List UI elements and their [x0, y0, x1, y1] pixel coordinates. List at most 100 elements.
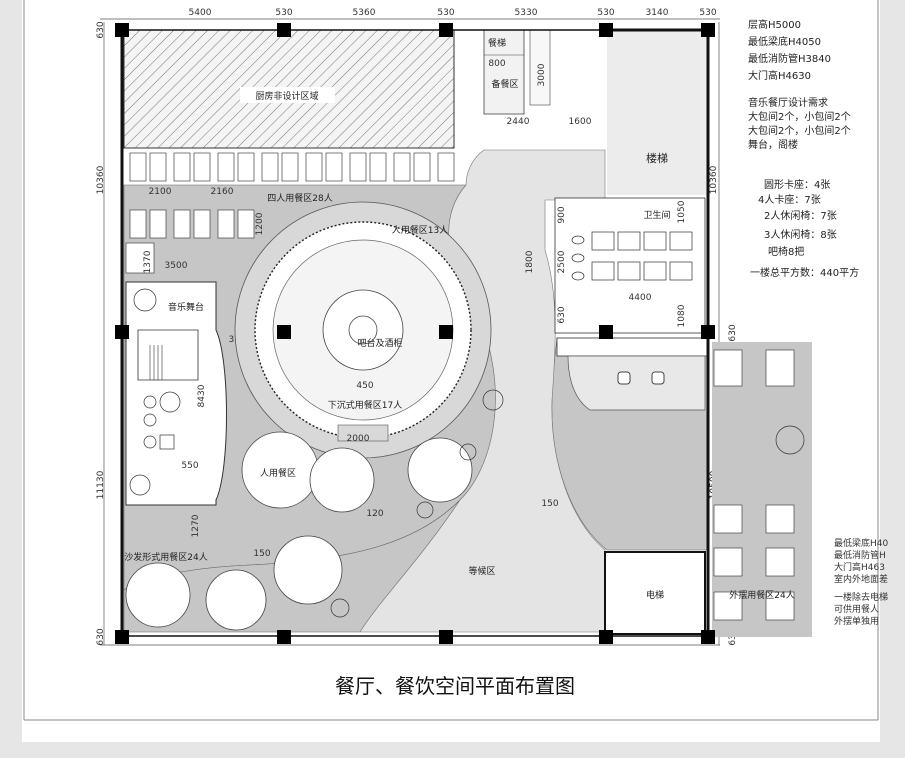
- svg-text:900: 900: [557, 206, 567, 223]
- dining4-label: 人用餐区: [260, 467, 296, 479]
- stairs-zone: 楼梯: [607, 30, 707, 195]
- svg-text:音乐餐厅设计需求: 音乐餐厅设计需求: [748, 96, 828, 109]
- waiting-label: 等候区: [468, 565, 495, 577]
- svg-text:一楼总平方数：440平方: 一楼总平方数：440平方: [750, 266, 859, 279]
- outdoor-label: 外摆用餐区24人: [729, 589, 794, 601]
- outdoor-floor: [712, 342, 812, 637]
- bar-counter: [556, 337, 708, 411]
- svg-text:800: 800: [488, 59, 505, 69]
- svg-text:舞台，阁楼: 舞台，阁楼: [748, 138, 798, 151]
- svg-text:11130: 11130: [96, 470, 106, 499]
- prep-label: 备餐区: [491, 78, 518, 90]
- svg-text:1200: 1200: [255, 212, 265, 235]
- svg-text:最低梁底H40: 最低梁底H40: [834, 537, 888, 549]
- plants: [129, 389, 805, 618]
- svg-text:1080: 1080: [677, 304, 687, 327]
- svg-text:1050: 1050: [677, 200, 687, 223]
- svg-text:最低梁底H4050: 最低梁底H4050: [748, 35, 821, 48]
- notes-lower-right: 最低梁底H40 最低消防管H 大门高H463 室内外地面差 一楼除去电梯 可供用…: [834, 537, 888, 627]
- dimensions-left: 630 10360 11130 630: [96, 21, 106, 645]
- booth-seats-middle: [129, 209, 255, 239]
- svg-text:大门高H4630: 大门高H4630: [748, 69, 811, 82]
- svg-text:吧椅8把: 吧椅8把: [768, 245, 804, 258]
- svg-text:层高H5000: 层高H5000: [748, 18, 801, 31]
- svg-text:2440: 2440: [507, 117, 530, 127]
- kitchen-zone: 厨房非设计区域: [123, 29, 455, 149]
- stairs-label: 楼梯: [646, 151, 668, 165]
- svg-text:150: 150: [253, 549, 270, 559]
- svg-text:150: 150: [541, 499, 558, 509]
- bar-label: 吧台及酒柜: [357, 337, 402, 349]
- svg-text:2500: 2500: [557, 250, 567, 273]
- svg-text:大门高H463: 大门高H463: [834, 561, 885, 573]
- svg-text:8430: 8430: [197, 384, 207, 407]
- svg-text:4人卡座：7张: 4人卡座：7张: [758, 193, 821, 206]
- dimensions-top: 5400 530 5360 530 5330 530 3140 530: [189, 8, 717, 18]
- prep-zone: 餐梯 800 备餐区 3000 2440 1600: [483, 29, 592, 127]
- svg-text:10360: 10360: [709, 165, 719, 194]
- svg-text:3500: 3500: [165, 261, 188, 271]
- svg-text:530: 530: [699, 8, 716, 18]
- svg-text:630: 630: [557, 306, 567, 323]
- svg-text:3140: 3140: [646, 8, 669, 18]
- svg-text:5330: 5330: [515, 8, 538, 18]
- svg-text:530: 530: [597, 8, 614, 18]
- svg-text:10360: 10360: [96, 165, 106, 194]
- svg-text:2000: 2000: [347, 434, 370, 444]
- stage-label: 音乐舞台: [168, 301, 204, 313]
- svg-text:一楼除去电梯: 一楼除去电梯: [834, 591, 888, 603]
- sunken-label: 下沉式用餐区17人: [328, 399, 402, 411]
- svg-text:530: 530: [437, 8, 454, 18]
- svg-text:5360: 5360: [353, 8, 376, 18]
- drawing-title: 餐厅、餐饮空间平面布置图: [335, 674, 575, 698]
- svg-text:630: 630: [728, 324, 738, 341]
- svg-text:5400: 5400: [189, 8, 212, 18]
- notes-top: 层高H5000 最低梁底H4050 最低消防管H3840 大门高H4630: [748, 18, 831, 82]
- piano-keys: [149, 345, 163, 380]
- svg-text:630: 630: [96, 628, 106, 645]
- svg-text:最低消防管H: 最低消防管H: [834, 549, 886, 561]
- svg-text:2100: 2100: [149, 187, 172, 197]
- svg-text:3人休闲椅：8张: 3人休闲椅：8张: [764, 228, 837, 241]
- central-corridor: [359, 149, 606, 633]
- elevator-label: 电梯: [646, 589, 664, 601]
- stair-small-label: 餐梯: [488, 37, 506, 49]
- columns: [115, 23, 715, 644]
- svg-text:室内外地面差: 室内外地面差: [834, 573, 888, 585]
- svg-text:大包间2个，小包间2个: 大包间2个，小包间2个: [748, 110, 851, 123]
- svg-text:530: 530: [275, 8, 292, 18]
- svg-text:3000: 3000: [537, 63, 547, 86]
- svg-text:可供用餐人: 可供用餐人: [834, 603, 879, 615]
- toilet-stalls: [591, 231, 693, 281]
- booth4-label: 四人用餐区28人: [267, 192, 332, 204]
- round-tables: [125, 431, 473, 631]
- requirements: 音乐餐厅设计需求 大包间2个，小包间2个 大包间2个，小包间2个 舞台，阁楼: [748, 96, 851, 151]
- svg-text:外摆单独用: 外摆单独用: [834, 615, 879, 627]
- svg-text:4400: 4400: [629, 293, 652, 303]
- svg-text:1600: 1600: [569, 117, 592, 127]
- svg-text:圆形卡座：4张: 圆形卡座：4张: [764, 178, 830, 191]
- svg-text:1270: 1270: [191, 514, 201, 537]
- toilet-label: 卫生间: [643, 209, 670, 221]
- svg-text:550: 550: [181, 461, 198, 471]
- svg-text:450: 450: [356, 381, 373, 391]
- sinks: [571, 235, 585, 281]
- svg-text:2人休闲椅：7张: 2人休闲椅：7张: [764, 209, 837, 222]
- sofa-label: 沙发形式用餐区24人: [124, 551, 207, 563]
- svg-text:1370: 1370: [143, 250, 153, 273]
- stage: 1370 3500 音乐舞台 8430 3330 550 1270: [125, 242, 252, 537]
- kitchen-label: 厨房非设计区域: [255, 90, 318, 102]
- booth-seats-top: [129, 152, 455, 182]
- seat4b-label: 人用餐区13人: [392, 224, 448, 236]
- elevator: 电梯: [604, 551, 706, 635]
- toilet-block: 卫生间 900 2500 630 1050 1080 4400 1800: [525, 197, 706, 334]
- svg-text:最低消防管H3840: 最低消防管H3840: [748, 52, 831, 65]
- svg-text:大包间2个，小包间2个: 大包间2个，小包间2个: [748, 124, 851, 137]
- svg-text:2160: 2160: [211, 187, 234, 197]
- svg-text:1800: 1800: [525, 250, 535, 273]
- svg-text:630: 630: [96, 21, 106, 38]
- svg-text:120: 120: [366, 509, 383, 519]
- seat-counts: 圆形卡座：4张 4人卡座：7张 2人休闲椅：7张 3人休闲椅：8张 吧椅8把 一…: [750, 178, 859, 279]
- outdoor-booths: [713, 349, 795, 621]
